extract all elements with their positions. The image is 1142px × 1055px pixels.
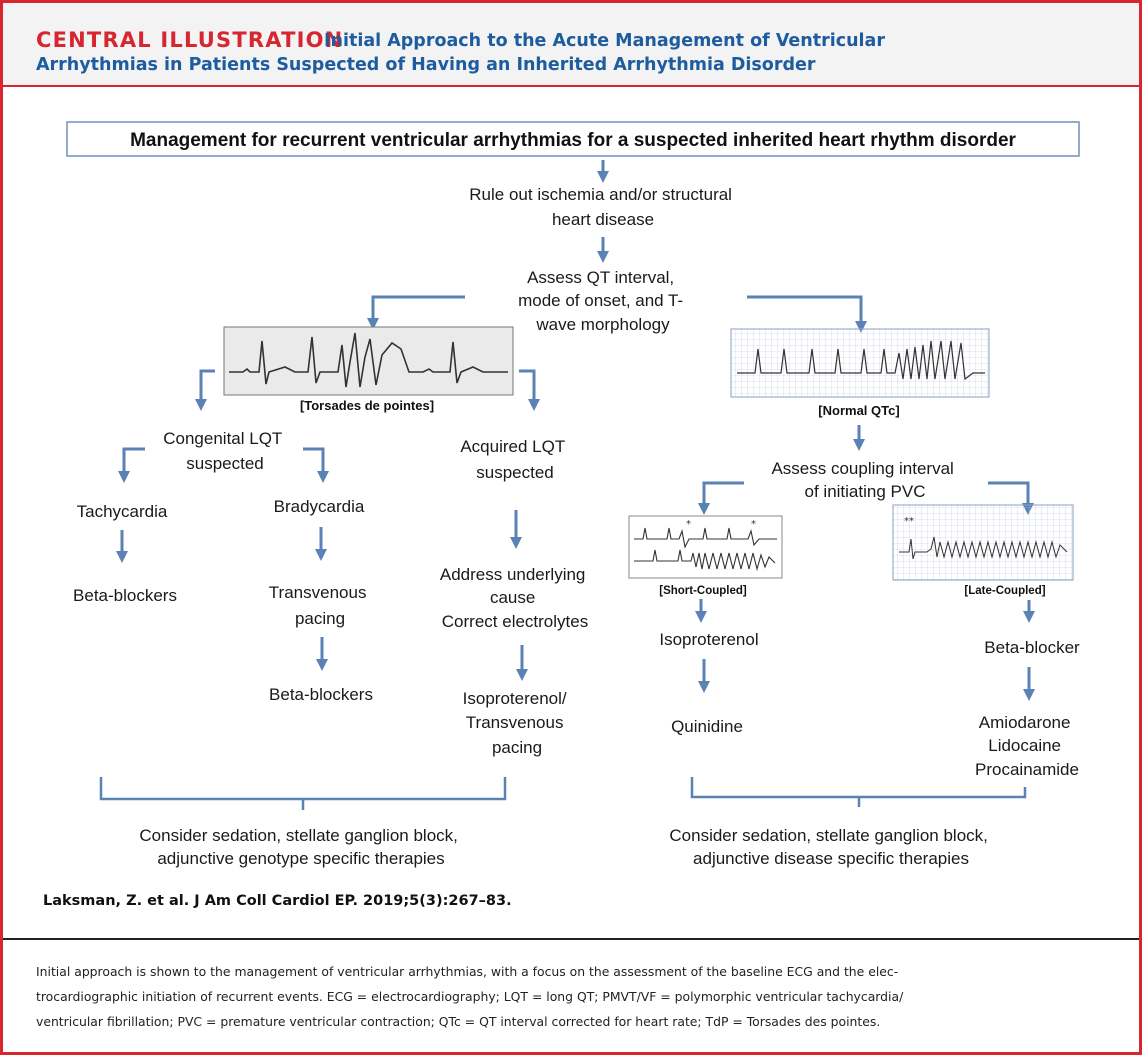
right-bracket [690,777,1027,807]
figure-caption: Initial approach is shown to the managem… [36,959,1116,1034]
torsades-label: [Torsades de pointes] [300,398,434,413]
svg-text:*: * [686,519,691,530]
svg-text:Consider sedation, stellate ga: Consider sedation, stellate ganglion blo… [139,826,462,868]
coupling-right-arrow [988,481,1034,515]
central-illustration-label: CENTRAL ILLUSTRATION [36,28,344,52]
transvenous-pacing-line-2: pacing [295,609,345,628]
late-coupled-ecg-strip: ** [892,504,1074,581]
quinidine-text: Quinidine [671,717,743,736]
svg-text:Assess QT interval, mode: Assess QT interval, mode of onset, and T… [518,268,688,334]
antiarrhythmic-line-1: Amiodarone [979,713,1071,732]
normal-qtc-ecg-strip [730,328,990,398]
top-box [66,121,1080,157]
assess-coupling-line-2: of initiating PVC [805,482,926,501]
left-conclusion-line-1: Consider sedation, stellate ganglion blo… [139,826,457,845]
left-bracket [99,777,507,810]
svg-text:Amiodarone Lidocaine: Amiodarone Lidocaine Procainamide [975,713,1079,779]
beta-blocker-text: Beta-blocker [984,638,1080,657]
svg-text:Rule out ischemia and/or struc: Rule out ischemia and/or structural hear… [469,185,736,229]
svg-text:Consider sedation, stellate ga: Consider sedation, stellate ganglion blo… [669,826,992,868]
congenital-right-arrow [303,447,329,483]
address-cause-line-2: cause [490,588,535,607]
acquired-line-1: Acquired LQT [460,437,565,456]
isoproterenol-text: Isoproterenol [659,630,758,649]
assess-qt-line-3: wave morphology [535,315,670,334]
beta-blockers-left-text: Beta-blockers [73,586,177,605]
rule-out-line-2: heart disease [552,210,654,229]
torsades-left-arrow [195,369,215,411]
isoproterenol-pacing-line-2: Transvenous [466,713,564,732]
assess-qt-line-2: mode of onset, and T- [518,291,683,310]
right-conclusion-line-1: Consider sedation, stellate ganglion blo… [669,826,987,845]
assess-coupling-line-1: Assess coupling interval [771,459,953,478]
bradycardia-text: Bradycardia [274,497,365,516]
caption-divider [3,938,1139,940]
header-band: CENTRAL ILLUSTRATION Initial Approach to… [3,3,1139,87]
citation: Laksman, Z. et al. J Am Coll Cardiol EP.… [43,893,512,909]
assess-qt-line-1: Assess QT interval, [527,268,674,287]
torsades-right-arrow [519,369,540,411]
right-conclusion-line-2: adjunctive disease specific therapies [693,849,969,868]
svg-text:*: * [751,519,756,530]
congenital-left-arrow [118,447,145,483]
address-cause-line-3: Correct electrolytes [442,612,588,631]
caption-line-2: trocardiographic initiation of recurrent… [36,989,904,1004]
caption-line-3: ventricular fibrillation; PVC = prematur… [36,1014,881,1029]
isoproterenol-pacing-line-1: Isoproterenol/ [463,689,567,708]
svg-text:Assess coupling interval: Assess coupling interval of initiating P… [771,459,958,501]
tachycardia-text: Tachycardia [77,502,168,521]
coupling-left-arrow [698,481,744,515]
beta-blockers-mid-text: Beta-blockers [269,685,373,704]
svg-text:Address underlying cause: Address underlying cause Correct electro… [440,565,590,631]
caption-line-1: Initial approach is shown to the managem… [36,964,899,979]
figure-title-line-1: Initial Approach to the Acute Management… [324,31,885,51]
top-box-text: Management for recurrent ventricular arr… [130,130,1016,151]
antiarrhythmic-line-3: Procainamide [975,760,1079,779]
svg-text:Isoproterenol/ Transveno: Isoproterenol/ Transvenous pacing [463,689,572,757]
normal-qtc-label: [Normal QTc] [818,403,899,418]
management-flowchart: Management for recurrent ventricular arr… [66,121,1080,868]
left-conclusion-line-2: adjunctive genotype specific therapies [157,849,444,868]
rule-out-line-1: Rule out ischemia and/or structural [469,185,732,204]
address-cause-line-1: Address underlying [440,565,586,584]
branch-left-arrow [367,295,465,330]
short-coupled-label: [Short-Coupled] [659,585,747,597]
late-coupled-label: [Late-Coupled] [964,585,1045,597]
transvenous-pacing-line-1: Transvenous [269,583,367,602]
congenital-line-1: Congenital LQT [163,429,282,448]
svg-text:**: ** [904,516,914,527]
svg-text:Acquired LQT suspected: Acquired LQT suspected [460,437,569,482]
branch-right-arrow [747,295,867,333]
short-coupled-ecg-strip: * * [628,515,783,579]
svg-text:Transvenous pacing: Transvenous pacing [269,583,371,628]
figure-title-line-2: Arrhythmias in Patients Suspected of Hav… [36,55,816,75]
congenital-line-2: suspected [186,454,264,473]
svg-text:Congenital LQT suspected: Congenital LQT suspected [163,429,287,473]
torsades-ecg-strip [223,326,514,396]
isoproterenol-pacing-line-3: pacing [492,738,542,757]
acquired-line-2: suspected [476,463,554,482]
antiarrhythmic-line-2: Lidocaine [988,736,1061,755]
